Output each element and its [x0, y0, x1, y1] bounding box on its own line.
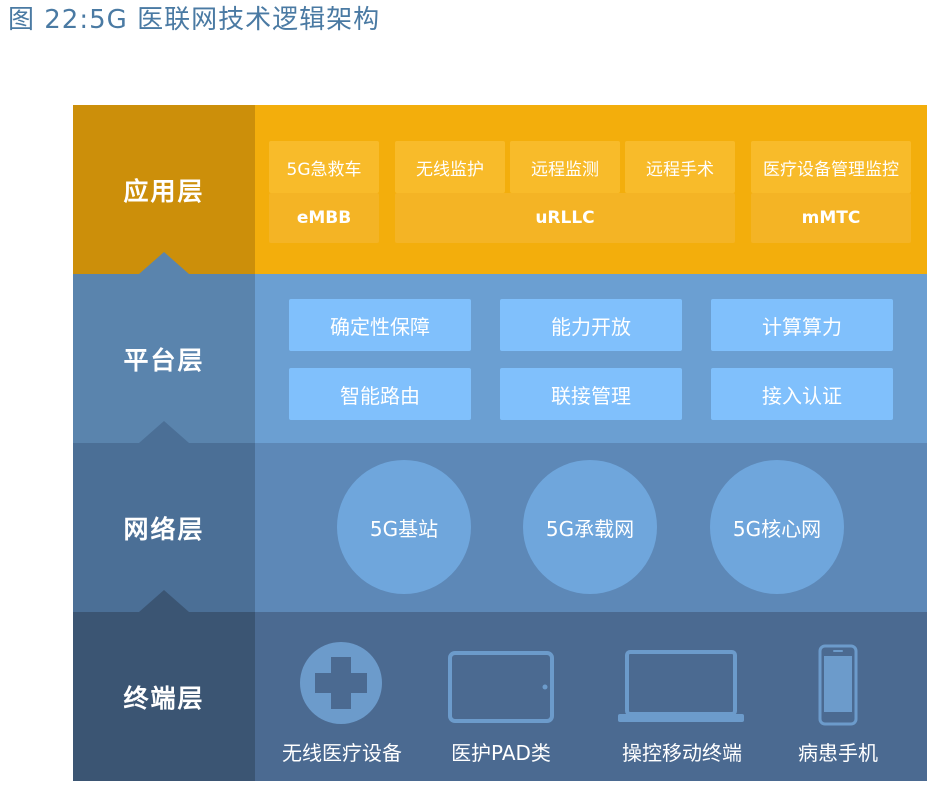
laptop-icon — [618, 650, 744, 722]
arrow-to-network — [139, 590, 189, 612]
app-item-remote-surgery: 远程手术 — [625, 141, 735, 193]
application-layer-body: 5G急救车 eMBB 无线监护 远程监测 远程手术 uRLLC 医疗设备管理监控… — [255, 105, 927, 274]
terminal-item-label: 无线医疗设备 — [282, 741, 402, 765]
app-group-embb: eMBB — [269, 193, 379, 243]
terminal-layer-body: 无线医疗设备 医护PAD类 操控移动终端 病患手机 — [255, 612, 927, 781]
network-item-base-station: 5G基站 — [337, 460, 471, 594]
terminal-layer-label: 终端层 — [73, 612, 255, 781]
network-layer: 网络层 5G基站 5G承载网 5G核心网 — [73, 421, 927, 612]
terminal-item-label: 病患手机 — [798, 741, 878, 765]
network-layer-body: 5G基站 5G承载网 5G核心网 — [255, 443, 927, 612]
app-group-mmtc: mMTC — [751, 193, 911, 243]
platform-item-capability-exposure: 能力开放 — [500, 299, 682, 351]
app-item-device-management: 医疗设备管理监控 — [751, 141, 911, 193]
arrow-to-application — [139, 252, 189, 274]
platform-layer-label: 平台层 — [73, 274, 255, 443]
arrow-to-platform — [139, 421, 189, 443]
platform-item-intelligent-routing: 智能路由 — [289, 368, 471, 420]
platform-layer: 平台层 确定性保障 能力开放 计算算力 智能路由 联接管理 接入认证 — [73, 252, 927, 443]
medical-cross-icon — [300, 642, 382, 724]
platform-layer-body: 确定性保障 能力开放 计算算力 智能路由 联接管理 接入认证 — [255, 274, 927, 443]
network-item-bearer-network: 5G承载网 — [523, 460, 657, 594]
network-layer-label: 网络层 — [73, 443, 255, 612]
platform-item-access-authentication: 接入认证 — [711, 368, 893, 420]
platform-item-determinism: 确定性保障 — [289, 299, 471, 351]
phone-icon — [818, 644, 858, 726]
app-item-wireless-monitoring: 无线监护 — [395, 141, 505, 193]
application-layer: 应用层 5G急救车 eMBB 无线监护 远程监测 远程手术 uRLLC 医疗设备… — [73, 105, 927, 274]
architecture-diagram: 应用层 5G急救车 eMBB 无线监护 远程监测 远程手术 uRLLC 医疗设备… — [73, 105, 927, 781]
figure-title: 图 22:5G 医联网技术逻辑架构 — [8, 5, 381, 35]
network-item-core-network: 5G核心网 — [710, 460, 844, 594]
tablet-icon — [448, 651, 554, 723]
terminal-item-label: 医护PAD类 — [451, 741, 551, 765]
app-group-urllc: uRLLC — [395, 193, 735, 243]
application-layer-label: 应用层 — [73, 105, 255, 274]
app-item-emergency-vehicle: 5G急救车 — [269, 141, 379, 193]
platform-item-connection-management: 联接管理 — [500, 368, 682, 420]
terminal-item-label: 操控移动终端 — [622, 741, 742, 765]
terminal-layer: 终端层 无线医疗设备 医护PAD类 操控移动终端 — [73, 590, 927, 781]
app-item-remote-monitoring: 远程监测 — [510, 141, 620, 193]
platform-item-computing-power: 计算算力 — [711, 299, 893, 351]
